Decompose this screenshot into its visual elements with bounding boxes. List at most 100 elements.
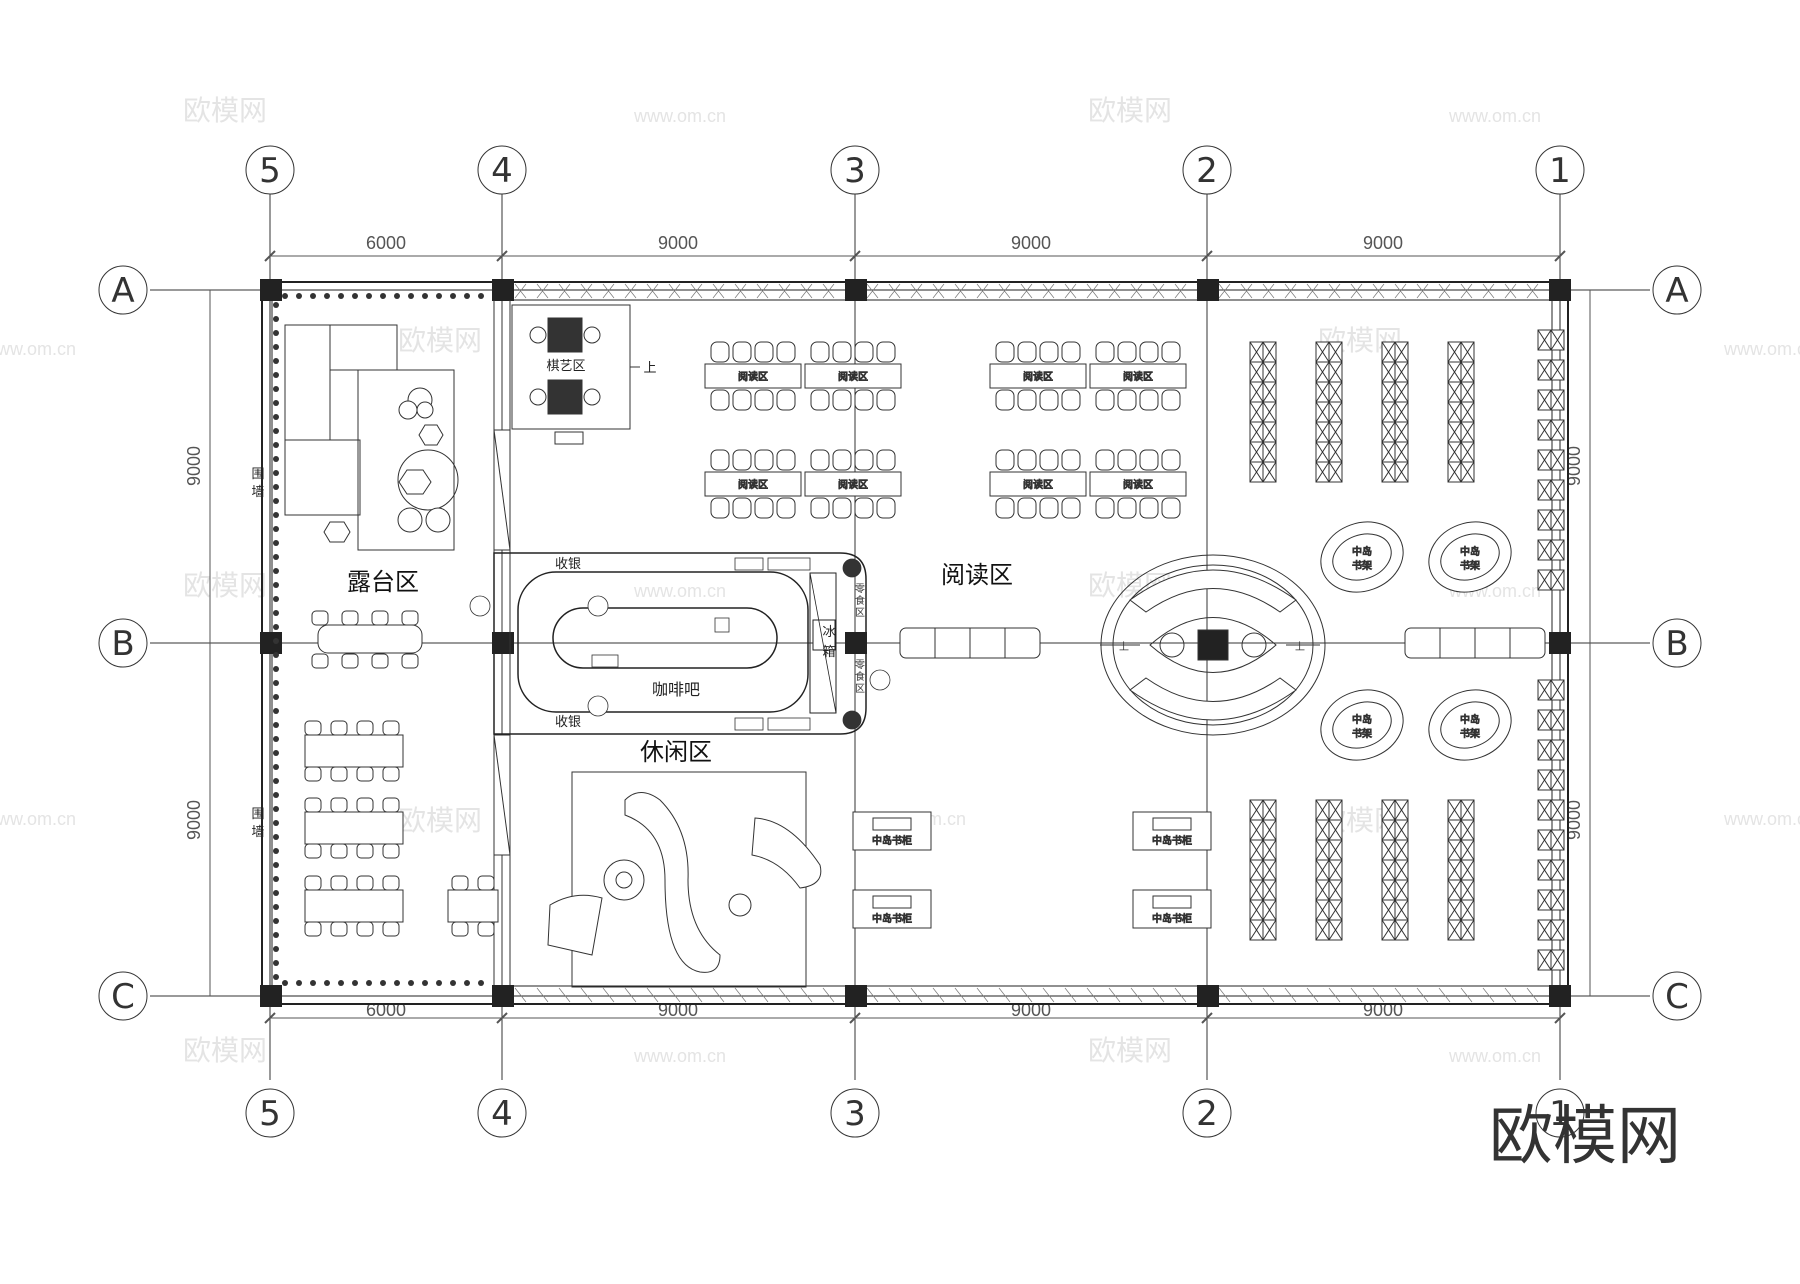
- watermark-url: www.om.cn: [0, 339, 76, 359]
- bookshelf: [1537, 389, 1565, 411]
- bookshelf: [1537, 919, 1565, 941]
- bookshelf: [1537, 539, 1565, 561]
- axis-label-col-4-bottom: 4: [491, 1094, 513, 1134]
- bookshelf: [1537, 799, 1565, 821]
- bookshelf: [1537, 829, 1565, 851]
- island-shelf-label: 书架: [1352, 560, 1372, 572]
- watermark-url: www.om.cn: [633, 106, 726, 126]
- axis-label-col-3-top: 3: [844, 151, 866, 191]
- bookshelf: [1537, 479, 1565, 501]
- watermark-logo: 欧模网: [398, 804, 482, 837]
- reading-table: 阅读区: [989, 449, 1087, 519]
- wall-label-2b: 墙: [251, 825, 264, 840]
- island-cabinet: 中岛书柜: [852, 811, 932, 851]
- bookshelf: [1315, 799, 1343, 941]
- reading-table-label: 阅读区: [838, 478, 868, 491]
- terrace-lounge: [284, 324, 459, 551]
- bookshelf: [1537, 509, 1565, 531]
- wall-label-1a: 围: [251, 467, 264, 482]
- bookshelf: [1381, 799, 1409, 941]
- stairs-up-label-3: 上: [1295, 641, 1305, 653]
- dim-top-4: 9000: [1363, 233, 1403, 253]
- long-shelves: [899, 627, 1546, 659]
- bookshelf: [1447, 799, 1475, 941]
- bookshelf: [1537, 449, 1565, 471]
- island-cabinet-label: 中岛书柜: [872, 912, 912, 925]
- watermark-url: www.om.cn: [1723, 809, 1800, 829]
- axis-label-col-5-bottom: 5: [259, 1094, 281, 1134]
- cafe-bar: [493, 552, 867, 735]
- axis-label-col-3-bottom: 3: [844, 1094, 866, 1134]
- wall-label-2a: 围: [251, 807, 264, 822]
- bookshelf: [1537, 329, 1565, 351]
- bookshelf: [1315, 341, 1343, 483]
- room-label-terrace: 露台区: [347, 568, 419, 596]
- axis-bubbles-bottom: 5 4 3 2 1: [245, 1088, 1585, 1138]
- dim-top-3: 9000: [1011, 233, 1051, 253]
- bookshelf: [1249, 341, 1277, 483]
- snack-label-2a: 零: [855, 659, 865, 671]
- stairs-up-label-1: 上: [643, 361, 656, 376]
- dim-left-2: 9000: [184, 800, 204, 840]
- reading-table-label: 阅读区: [738, 478, 768, 491]
- dimension-lines: [209, 250, 1591, 1024]
- reading-tables: 阅读区阅读区阅读区阅读区阅读区阅读区阅读区阅读区: [704, 341, 1187, 519]
- reading-table-label: 阅读区: [1123, 370, 1153, 383]
- fridge-label-1: 冰: [822, 625, 835, 640]
- island-shelf-label: 中岛: [1352, 545, 1372, 558]
- snack-label-1a: 零: [855, 583, 865, 595]
- reading-table-label: 阅读区: [738, 370, 768, 383]
- axis-label-row-c-right: C: [1665, 977, 1689, 1017]
- reading-table-label: 阅读区: [1023, 370, 1053, 383]
- axis-bubbles-right: A B C: [1652, 265, 1702, 1021]
- bookshelf: [1537, 769, 1565, 791]
- axis-label-row-a-left: A: [111, 271, 134, 311]
- watermark-logo: 欧模网: [1088, 1034, 1172, 1067]
- dim-top-1: 6000: [366, 233, 406, 253]
- axis-bubbles-top: 5 4 3 2 1: [245, 145, 1585, 195]
- axis-label-row-a-right: A: [1665, 271, 1688, 311]
- island-shelf-label: 书架: [1460, 560, 1480, 572]
- watermark-url: www.om.cn: [1448, 1046, 1541, 1066]
- axis-label-col-4-top: 4: [491, 151, 513, 191]
- island-shelf-label: 中岛: [1460, 713, 1480, 726]
- island-cabinet-label: 中岛书柜: [872, 834, 912, 847]
- stairs-up-label-2: 上: [1119, 641, 1129, 653]
- watermark-url: www.om.cn: [633, 1046, 726, 1066]
- snack-label-2c: 区: [855, 683, 865, 695]
- terrace-dining-tables: [304, 610, 499, 937]
- room-label-leisure: 休闲区: [640, 738, 712, 766]
- watermark-logo: 欧模网: [183, 569, 267, 602]
- axis-bubbles-left: A B C: [98, 265, 148, 1021]
- bookshelf: [1249, 799, 1277, 941]
- reading-table: 阅读区: [804, 341, 902, 411]
- snack-label-1c: 区: [855, 607, 865, 619]
- bookshelf: [1537, 679, 1565, 701]
- axis-label-row-c-left: C: [111, 977, 135, 1017]
- dim-left-1: 9000: [184, 446, 204, 486]
- planter-strip: [273, 293, 484, 986]
- cafe-equipment: [469, 557, 891, 731]
- watermark-logo: 欧模网: [183, 94, 267, 127]
- bookshelf: [1537, 889, 1565, 911]
- reading-table: 阅读区: [704, 341, 802, 411]
- reading-table-label: 阅读区: [838, 370, 868, 383]
- reading-table: 阅读区: [804, 449, 902, 519]
- bookshelf: [1537, 949, 1565, 971]
- axis-label-row-b-right: B: [1665, 624, 1688, 664]
- leisure-area: [547, 771, 822, 988]
- bookshelf: [1537, 359, 1565, 381]
- room-label-chess: 棋艺区: [546, 359, 585, 374]
- chess-zone: [511, 304, 640, 445]
- wall-label-1b: 墙: [251, 485, 264, 500]
- brand-logo-text: 欧模网: [1489, 1100, 1681, 1174]
- snack-label-2b: 食: [855, 670, 865, 683]
- bookshelf: [1537, 419, 1565, 441]
- island-shelf-label: 中岛: [1352, 713, 1372, 726]
- bookshelf: [1537, 709, 1565, 731]
- bookshelf: [1447, 341, 1475, 483]
- island-cabinet: 中岛书柜: [1132, 811, 1212, 851]
